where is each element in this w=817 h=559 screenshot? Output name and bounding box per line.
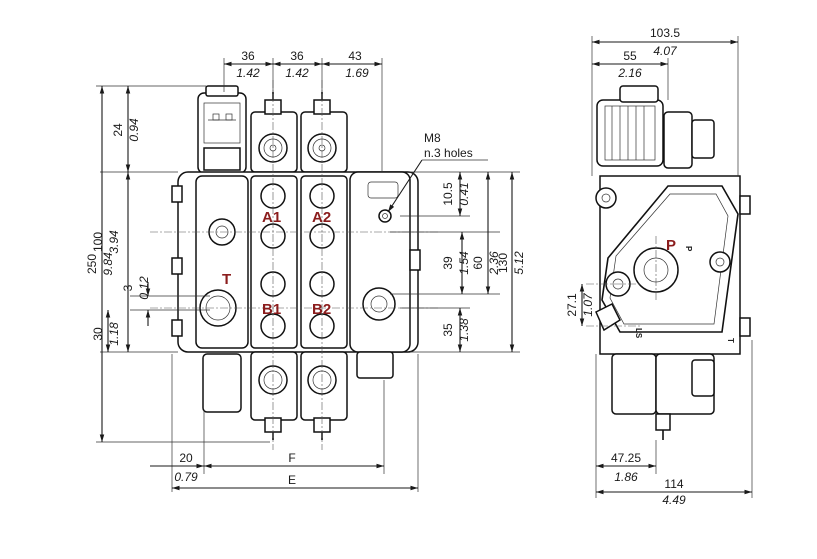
dim-47-25-inch: 1.86 bbox=[614, 470, 638, 484]
dim-36-first: 36 bbox=[241, 49, 255, 63]
port-label-b2: B2 bbox=[312, 301, 331, 318]
dim-43: 43 bbox=[348, 49, 362, 63]
dim-20-inch: 0.79 bbox=[174, 470, 198, 484]
port-label-t: T bbox=[222, 271, 231, 288]
dim-100: 100 bbox=[91, 232, 105, 252]
bottom-dimensions: 20 0.79 F E bbox=[150, 354, 419, 492]
spool-caps-top bbox=[250, 92, 348, 173]
dim-36-second: 36 bbox=[290, 49, 304, 63]
dim-10-5-inch: 0.41 bbox=[457, 182, 471, 205]
dim-47-25: 47.25 bbox=[611, 451, 641, 465]
port-label-a1: A1 bbox=[262, 209, 281, 226]
dim-30-inch: 1.18 bbox=[107, 322, 121, 346]
dim-27-1-inch: 1.07 bbox=[581, 292, 595, 317]
dim-f: F bbox=[288, 451, 295, 465]
dim-130-inch: 5.12 bbox=[512, 251, 526, 275]
dim-27-1: 27.1 bbox=[565, 293, 579, 317]
dim-100-inch: 3.94 bbox=[107, 230, 121, 254]
dim-24: 24 bbox=[111, 123, 125, 137]
valve-body bbox=[171, 171, 421, 353]
side-label-ls: LS bbox=[634, 328, 643, 339]
center-lines bbox=[150, 80, 440, 450]
dim-30: 30 bbox=[91, 327, 105, 341]
dim-114-inch: 4.49 bbox=[662, 493, 686, 507]
dim-e: E bbox=[288, 473, 296, 487]
dim-114: 114 bbox=[664, 477, 683, 491]
side-label-small-t: T bbox=[726, 338, 735, 343]
dim-103-5: 103.5 bbox=[650, 26, 680, 40]
side-view: P LS P T 103.5 4.07 55 2.16 27.1 1.07 47… bbox=[565, 26, 753, 507]
dim-39-inch: 1.54 bbox=[457, 251, 471, 275]
dim-20: 20 bbox=[179, 451, 193, 465]
dim-39: 39 bbox=[441, 256, 455, 270]
callout-holes: n.3 holes bbox=[424, 146, 473, 160]
dim-24-inch: 0.94 bbox=[127, 118, 141, 142]
dim-60: 60 bbox=[471, 256, 485, 270]
dim-55-inch: 2.16 bbox=[617, 66, 642, 80]
dim-35: 35 bbox=[441, 323, 455, 337]
dim-36-first-inch: 1.42 bbox=[236, 66, 260, 80]
dim-3-inch: 0.12 bbox=[137, 276, 151, 300]
spool-caps-bottom bbox=[202, 351, 394, 440]
side-port-label-p: P bbox=[666, 237, 676, 254]
front-view: A1 A2 B1 B2 T 36 1.42 36 1.42 43 1.69 bbox=[85, 49, 526, 492]
port-label-b1: B1 bbox=[262, 301, 281, 318]
solenoid-coil bbox=[197, 85, 247, 174]
dim-250: 250 bbox=[85, 254, 99, 274]
dim-130: 130 bbox=[496, 253, 510, 273]
dim-55: 55 bbox=[623, 49, 637, 63]
dim-35-inch: 1.38 bbox=[457, 318, 471, 342]
dim-36-second-inch: 1.42 bbox=[285, 66, 309, 80]
dim-250-inch: 9.84 bbox=[101, 252, 115, 276]
dim-60-inch: 2.36 bbox=[487, 251, 501, 276]
dim-10-5: 10.5 bbox=[441, 182, 455, 206]
right-dimensions: 10.5 0.41 39 1.54 60 2.36 130 5.12 35 1.… bbox=[390, 171, 526, 353]
left-dimensions: 250 9.84 24 0.94 100 3.94 3 0.12 30 1.18 bbox=[85, 85, 270, 443]
port-label-a2: A2 bbox=[312, 209, 331, 226]
dim-103-5-inch: 4.07 bbox=[653, 44, 678, 58]
m8-callout: M8 n.3 holes bbox=[387, 131, 488, 213]
side-label-small-p: P bbox=[684, 246, 693, 252]
dim-43-inch: 1.69 bbox=[345, 66, 369, 80]
callout-m8: M8 bbox=[424, 131, 441, 145]
dim-3: 3 bbox=[121, 284, 135, 291]
top-dimension-chain: 36 1.42 36 1.42 43 1.69 bbox=[223, 49, 383, 172]
